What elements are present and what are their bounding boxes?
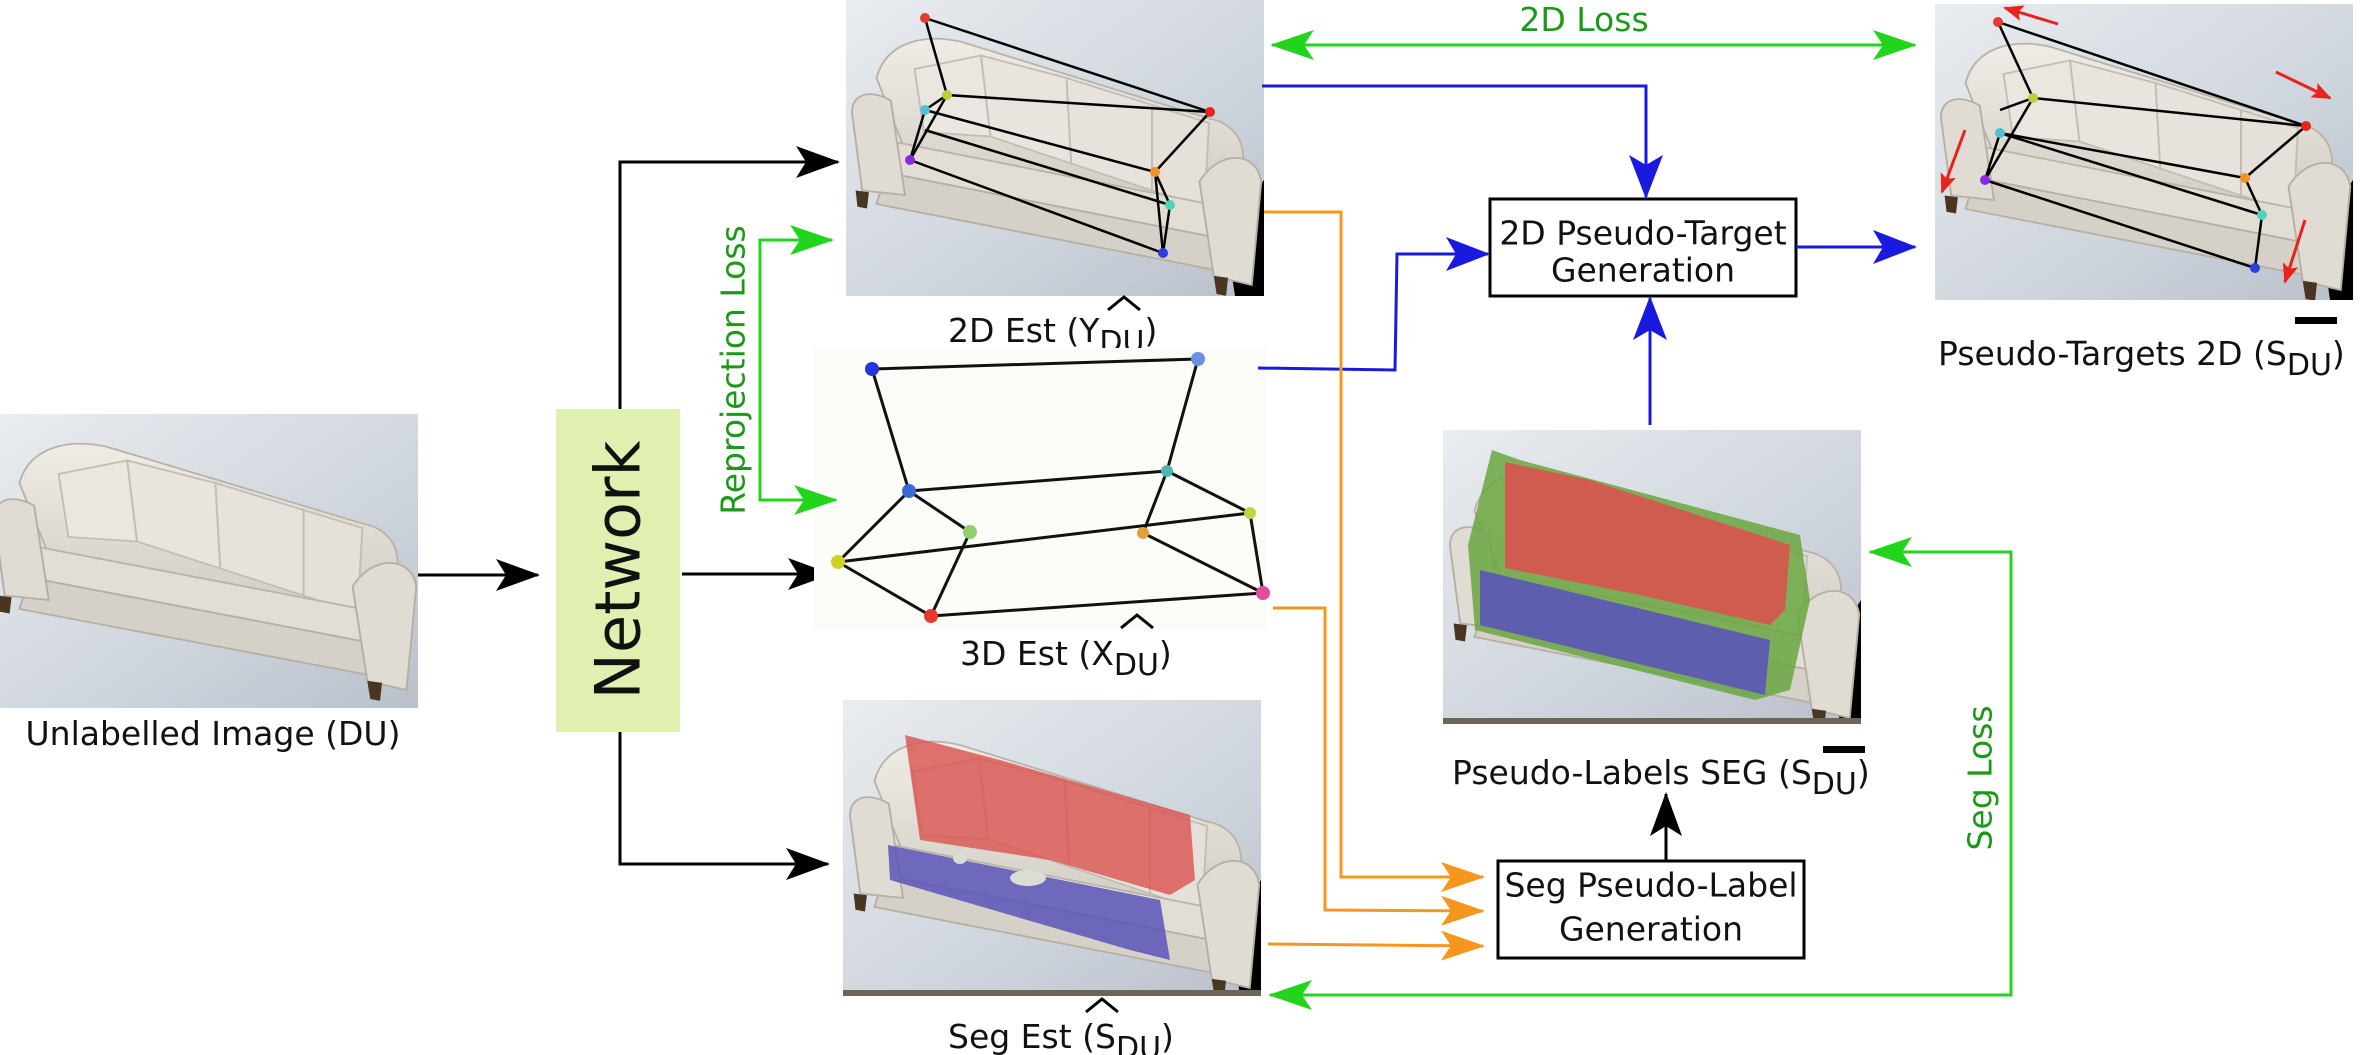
- svg-text:3D Est (XDU): 3D Est (XDU): [960, 634, 1172, 683]
- arrow-seg-to-labelgen: [1267, 930, 1485, 961]
- keypoints-2d: [905, 13, 1215, 258]
- network-label: Network: [582, 440, 655, 699]
- seg-red-region: [905, 735, 1195, 895]
- svg-text:Pseudo-Labels SEG (SDU): Pseudo-Labels SEG (SDU): [1452, 753, 1870, 802]
- arrow-reprojection-to-2d: [758, 225, 834, 360]
- pseudo-targets-image: [1935, 4, 2353, 300]
- hat-icon: [1085, 997, 1119, 1014]
- est-2d-label: 2D Est (YDU): [948, 295, 1157, 360]
- arrow-seg-loss: [1268, 537, 2013, 1010]
- correction-arrow-2: [2275, 70, 2332, 100]
- arrow-3d-to-targetgen: [1257, 237, 1490, 372]
- loss-2d-label: 2D Loss: [1519, 0, 1648, 39]
- loss-seg-label: Seg Loss: [1961, 705, 2000, 850]
- keypoint-skeleton-pt: [1983, 20, 2307, 270]
- correction-arrow-1: [2003, 5, 2059, 26]
- bar-icon: [2295, 317, 2337, 324]
- correction-arrow-3: [1940, 129, 1967, 194]
- svg-text:Pseudo-Targets 2D (SDU): Pseudo-Targets 2D (SDU): [1938, 334, 2345, 383]
- unlabelled-image: [0, 414, 418, 708]
- seg-est-label: Seg Est (SDU): [948, 997, 1174, 1055]
- svg-text:2D Est (YDU): 2D Est (YDU): [948, 311, 1157, 360]
- target-gen-line2: Generation: [1551, 251, 1735, 290]
- correction-arrow-4: [2282, 219, 2307, 284]
- hat-icon: [1120, 613, 1154, 630]
- label-gen-line1: Seg Pseudo-Label: [1504, 866, 1797, 905]
- svg-text:Seg Est (SDU): Seg Est (SDU): [948, 1017, 1174, 1055]
- arrow-network-to-seg: [618, 732, 830, 880]
- network-block: [556, 409, 680, 732]
- hat-icon: [1107, 295, 1141, 312]
- seg-blue-region: [888, 845, 1170, 960]
- seg-est-image: [843, 700, 1261, 996]
- pseudo-labels-label: Pseudo-Labels SEG (SDU): [1452, 746, 1870, 802]
- est-2d-image: [846, 0, 1264, 296]
- target-gen-line1: 2D Pseudo-Target: [1499, 214, 1786, 253]
- loss-reprojection-label: Reprojection Loss: [714, 225, 753, 514]
- input-image-label: Unlabelled Image (DU): [26, 714, 401, 753]
- pseudo-target-generation-box: [1488, 197, 1798, 298]
- est-3d-skeleton: [814, 348, 1270, 630]
- est-3d-label: 3D Est (XDU): [960, 613, 1172, 683]
- arrow-network-to-2d: [618, 146, 840, 409]
- pseudo-targets-label: Pseudo-Targets 2D (SDU): [1938, 317, 2345, 383]
- arrow-2d-to-targetgen: [1262, 84, 1663, 199]
- arrow-reprojection-to-3d: [758, 360, 838, 515]
- label-gen-line2: Generation: [1559, 910, 1743, 949]
- keypoint-skeleton-2d: [908, 16, 1211, 255]
- bar-icon: [1823, 746, 1865, 753]
- pseudo-labels-image: [1443, 430, 1861, 724]
